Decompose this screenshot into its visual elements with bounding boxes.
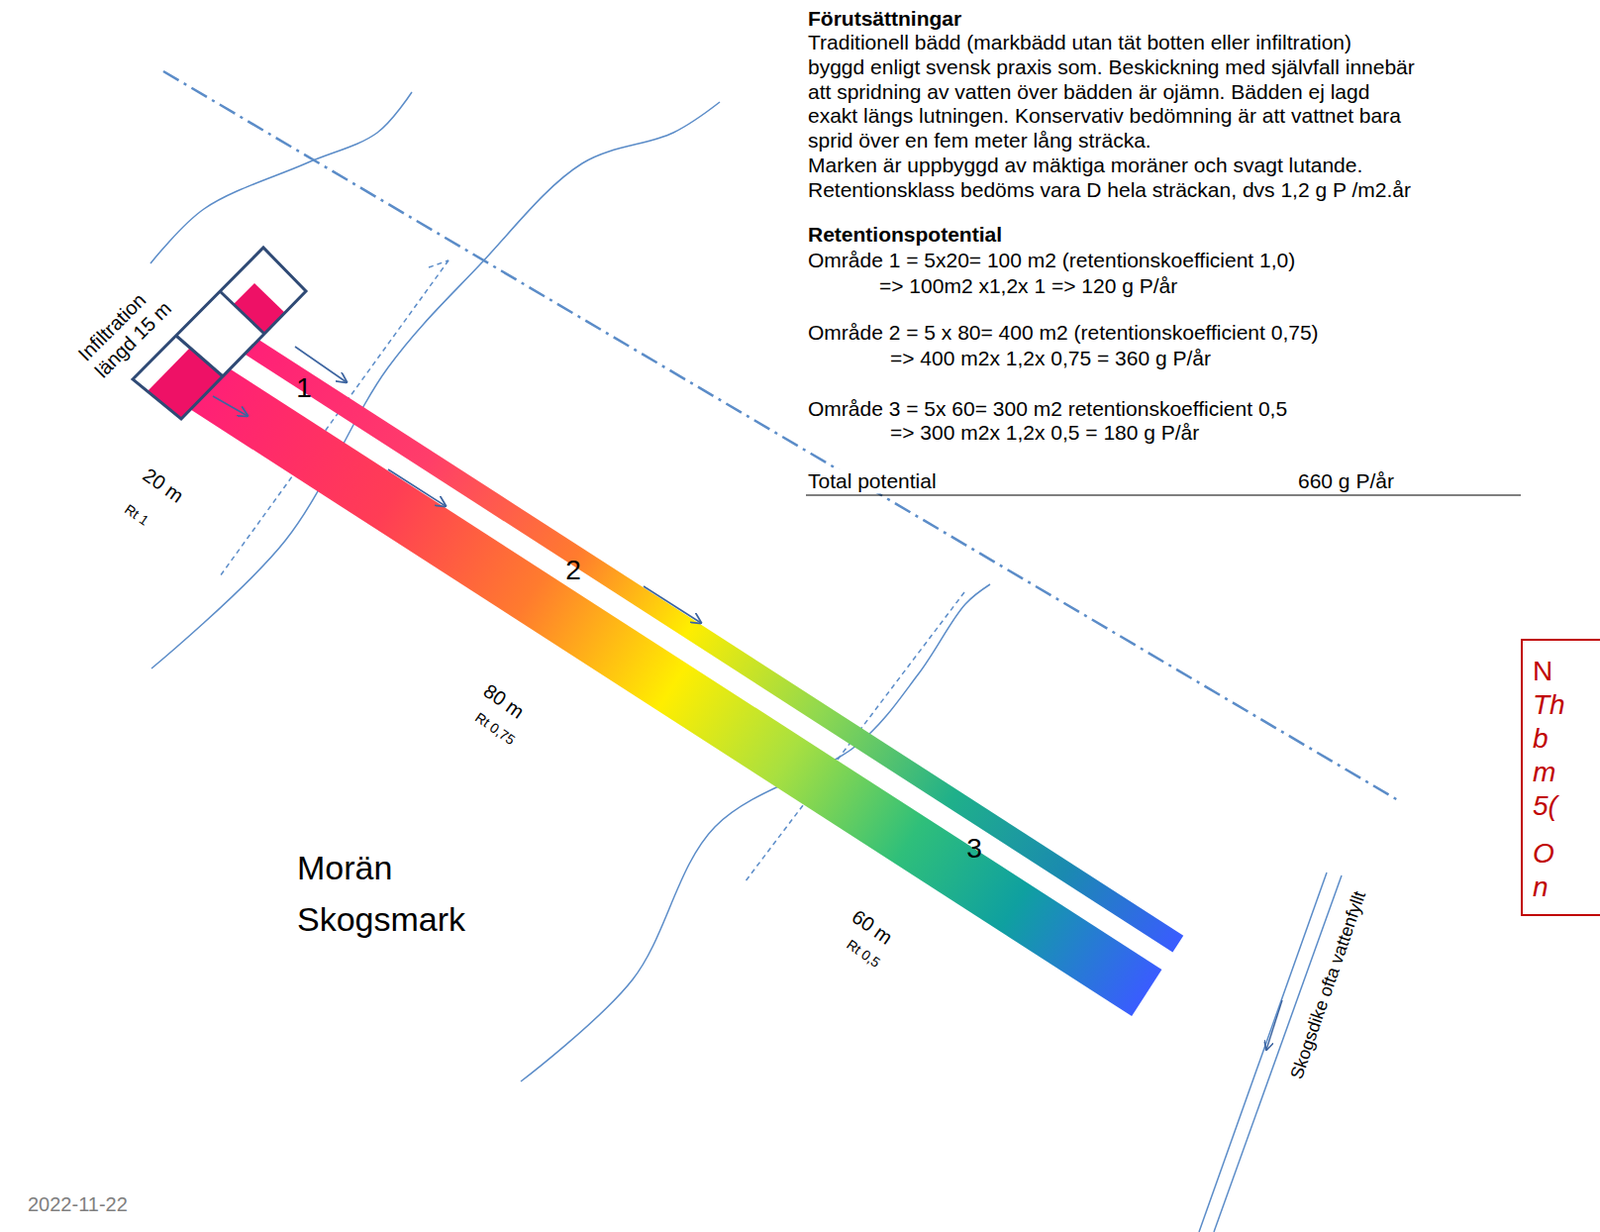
contour-line [150,92,412,264]
area-number: 3 [966,831,983,866]
zone-boundary [428,260,449,268]
retention-label: Rt 1 [121,500,153,529]
calculation-text: 660 g P/år [1296,468,1397,494]
calculation-text: => 400 m2x 1,2x 0,75 = 360 g P/år [888,345,1213,371]
note-text: sprid över en fem meter lång sträcka. [805,127,1154,153]
area-number: 2 [565,553,582,588]
note-box: NTh b m 5( O n [1520,638,1600,916]
calculation-text: Område 1 = 5x20= 100 m2 (retentionskoeff… [805,247,1298,273]
note-text: Marken är uppbyggd av mäktiga moräner oc… [805,152,1365,178]
calculation-text: => 300 m2x 1,2x 0,5 = 180 g P/år [888,419,1201,445]
calculation-text: Område 3 = 5x 60= 300 m2 retentionskoeff… [805,396,1290,421]
area-number: 1 [296,371,312,405]
bed-label: Infiltration längd 15 m [73,261,195,383]
note-text: Traditionell bädd (markbädd utan tät bot… [805,29,1354,55]
flow-arrow [212,346,701,623]
region-label: Skogsmark [297,899,466,940]
dimension-label: 20 m [138,462,189,507]
note-text: exakt längs lutningen. Konservativ bedöm… [805,102,1403,128]
date-stamp: 2022-11-22 [27,1192,128,1216]
forest-ditch [1199,872,1342,1232]
note-text: byggd enligt svensk praxis som. Beskickn… [805,54,1417,80]
calculation-text: Område 2 = 5 x 80= 400 m2 (retentionskoe… [805,319,1321,345]
note-text: Th b m 5( [1532,688,1577,823]
note-text: att spridning av vatten över bädden är o… [805,79,1372,104]
infiltration-bed [132,247,306,419]
calculation-text: => 100m2 x1,2x 1 => 120 g P/år [877,273,1180,299]
note-text: O n [1532,836,1577,904]
region-label: Morän [297,847,393,889]
sum-rule [805,494,1521,496]
flow-band [183,357,1163,1016]
note-text: Retentionsklass bedöms vara D hela sträc… [805,177,1413,202]
note-text: N [1532,654,1577,689]
section-heading: Förutsättningar [805,5,964,31]
ditch-label: Skogsdike ofta vattenfyllt [1286,888,1371,1082]
section-heading: Retentionspotential [805,221,1004,247]
calculation-text: Total potential [805,468,939,494]
